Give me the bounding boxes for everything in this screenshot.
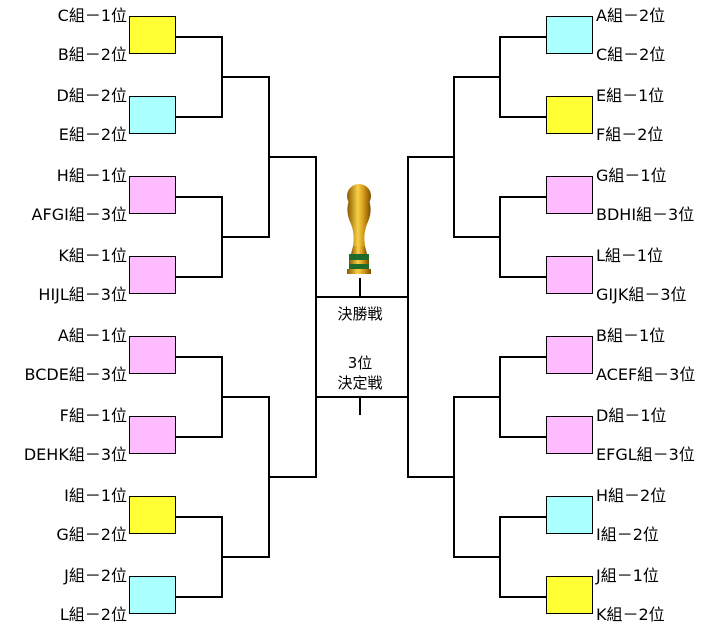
left-team-1: C組－1位: [57, 6, 127, 25]
left-team-3: D組－2位: [56, 86, 127, 105]
left-team-9: A組－1位: [57, 326, 127, 345]
left-match-box-4: [129, 256, 176, 294]
bracket-line: [315, 156, 317, 478]
left-team-10: BCDE組－3位: [24, 365, 127, 384]
left-match-box-8: [129, 576, 176, 614]
bracket-line: [500, 116, 546, 118]
right-match-box-8: [546, 576, 593, 614]
third-place-stem: [359, 397, 361, 415]
bracket-line: [221, 396, 269, 398]
bracket-line: [268, 476, 316, 478]
final-label: 決勝戦: [337, 305, 383, 323]
bracket-line: [221, 236, 269, 238]
bracket-line: [176, 276, 222, 278]
bracket-line: [453, 76, 501, 78]
bracket-line: [500, 436, 546, 438]
bracket-line: [453, 396, 501, 398]
third-place-label-line2: 決定戦: [337, 374, 383, 392]
left-team-8: HIJL組－3位: [38, 285, 127, 304]
bracket-line: [500, 196, 546, 198]
bracket-line: [407, 476, 455, 478]
right-team-13: H組－2位: [596, 486, 667, 505]
right-team-4: F組－2位: [596, 125, 664, 144]
bracket-line: [176, 436, 222, 438]
right-team-2: C組－2位: [596, 45, 666, 64]
final-stem: [359, 278, 361, 297]
left-match-box-3: [129, 176, 176, 214]
bracket-line: [176, 516, 222, 518]
left-team-7: K組－1位: [58, 246, 127, 265]
right-team-5: G組－1位: [596, 166, 667, 185]
right-team-10: ACEF組－3位: [596, 365, 696, 384]
bracket-line: [500, 516, 546, 518]
trophy-icon: [347, 184, 371, 274]
right-match-box-1: [546, 16, 593, 54]
right-team-7: L組－1位: [596, 246, 664, 265]
bracket-line: [176, 356, 222, 358]
left-team-16: L組－2位: [59, 605, 127, 624]
bracket-line: [176, 116, 222, 118]
left-match-box-1: [129, 16, 176, 54]
right-match-box-6: [546, 416, 593, 454]
left-match-box-7: [129, 496, 176, 534]
left-team-5: H組－1位: [56, 166, 127, 185]
left-team-15: J組－2位: [64, 566, 127, 585]
bracket-line: [453, 556, 501, 558]
right-team-3: E組－1位: [596, 86, 665, 105]
bracket-line: [500, 596, 546, 598]
bracket-line: [221, 556, 269, 558]
third-place-label-line1: 3位: [347, 354, 373, 372]
left-team-4: E組－2位: [58, 125, 127, 144]
bracket-line: [407, 156, 455, 158]
right-match-box-7: [546, 496, 593, 534]
left-team-11: F組－1位: [59, 406, 127, 425]
right-match-box-4: [546, 256, 593, 294]
right-match-box-5: [546, 336, 593, 374]
bracket-line: [500, 276, 546, 278]
right-team-9: B組－1位: [596, 326, 666, 345]
bracket-line: [268, 156, 316, 158]
bracket-line: [407, 156, 409, 478]
left-match-box-6: [129, 416, 176, 454]
left-team-6: AFGI組－3位: [31, 205, 127, 224]
left-team-2: B組－2位: [57, 45, 127, 64]
left-team-13: I組－1位: [64, 486, 127, 505]
bracket-line: [453, 236, 501, 238]
right-match-box-2: [546, 96, 593, 134]
right-team-11: D組－1位: [596, 406, 667, 425]
bracket-line: [500, 36, 546, 38]
third-place-line: [315, 396, 409, 398]
right-team-12: EFGL組－3位: [596, 445, 695, 464]
left-team-12: DEHK組－3位: [23, 445, 127, 464]
right-match-box-3: [546, 176, 593, 214]
right-team-1: A組－2位: [596, 6, 666, 25]
right-team-14: I組－2位: [596, 525, 659, 544]
bracket-line: [176, 596, 222, 598]
left-match-box-5: [129, 336, 176, 374]
bracket-line: [176, 36, 222, 38]
left-team-14: G組－2位: [56, 525, 127, 544]
left-match-box-2: [129, 96, 176, 134]
final-line: [315, 296, 409, 298]
bracket-line: [176, 196, 222, 198]
right-team-16: K組－2位: [596, 605, 665, 624]
bracket-line: [221, 76, 269, 78]
right-team-8: GIJK組－3位: [596, 285, 687, 304]
right-team-6: BDHI組－3位: [596, 205, 695, 224]
right-team-15: J組－1位: [596, 566, 659, 585]
bracket-line: [500, 356, 546, 358]
